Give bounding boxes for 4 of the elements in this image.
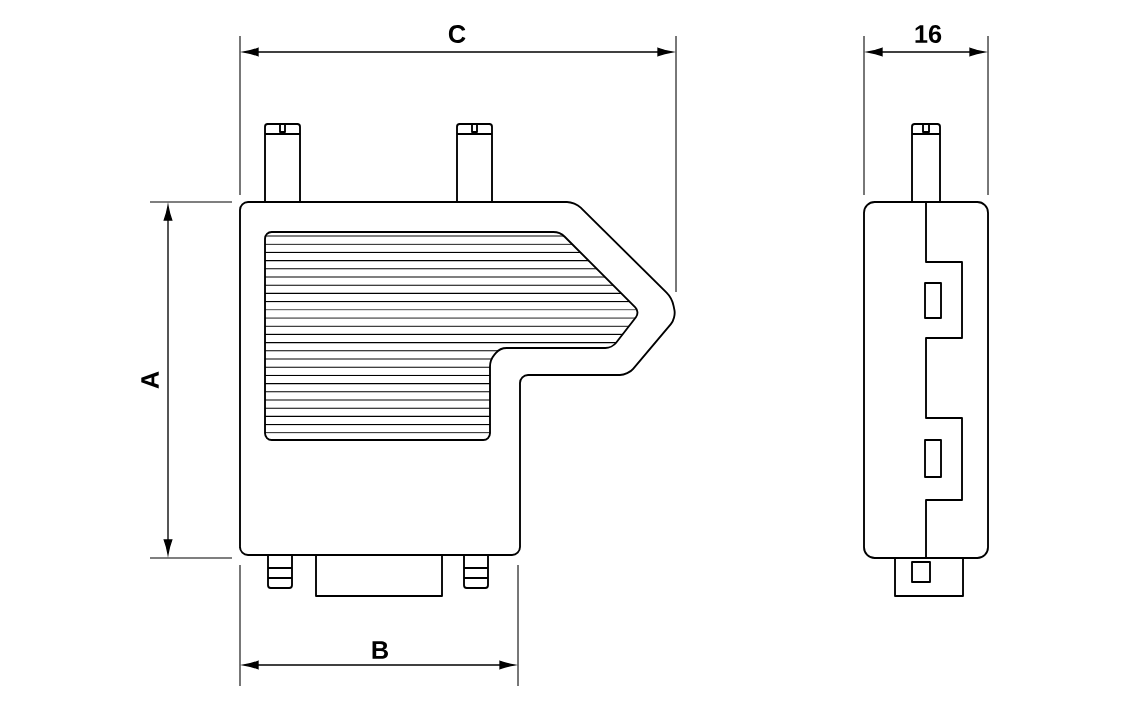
dimension-label: A (141, 371, 159, 389)
dimension-label: 16 (915, 25, 942, 43)
dimension-label: B (372, 641, 388, 659)
dimension-label: C (448, 25, 466, 43)
